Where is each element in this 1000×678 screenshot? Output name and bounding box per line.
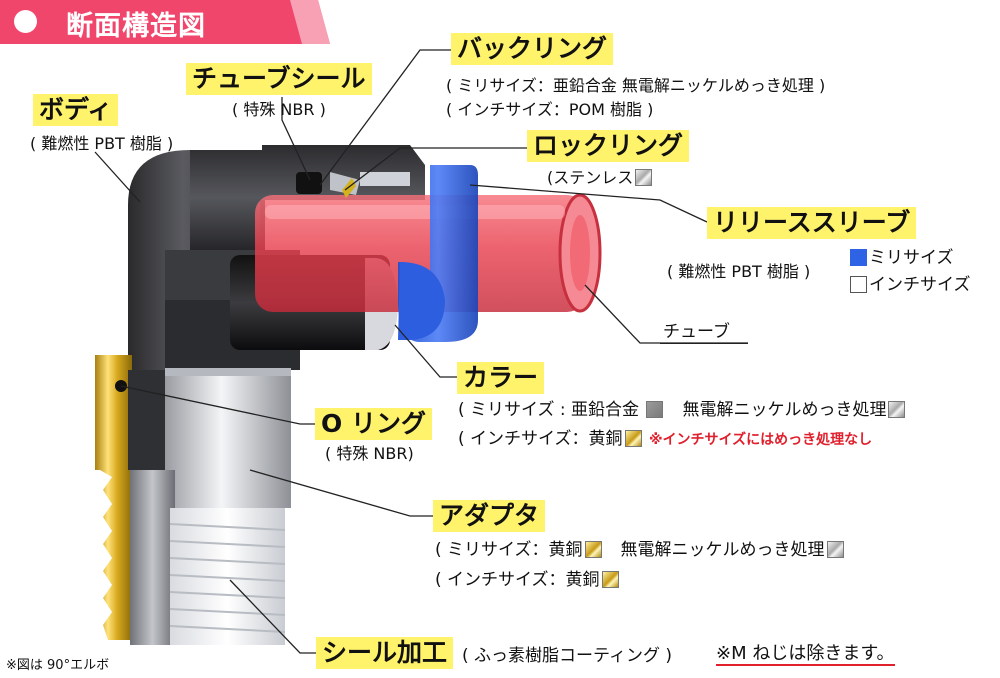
leader-seal <box>229 579 316 654</box>
tube-highlight <box>265 205 565 219</box>
lock-ring-bar <box>360 172 410 186</box>
header-banner-accent <box>290 0 330 44</box>
label-tube-seal-material: ( 特殊 NBR ) <box>232 100 326 119</box>
adapter-hex-edge <box>165 368 291 376</box>
brass-swatch <box>624 430 642 447</box>
footnote: ※図は 90°エルボ <box>6 658 110 673</box>
leader-release <box>469 184 708 223</box>
label-lock-ring: ロックリング <box>527 130 690 162</box>
label-release-sleeve-material: ( 難燃性 PBT 樹脂 ) <box>667 262 811 281</box>
blue-swatch <box>850 249 867 266</box>
release-mm-legend: ミリサイズ <box>848 248 954 268</box>
label-collar-mm: ( ミリサイズ : 亜鉛合金 無電解ニッケルめっき処理 <box>458 400 907 420</box>
bullet-icon <box>14 10 37 33</box>
header-bar: 断面構造図 <box>0 0 330 44</box>
leader-back-ring <box>319 49 451 186</box>
steel-swatch-3 <box>826 541 844 558</box>
label-o-ring-material: ( 特殊 NBR) <box>325 444 414 463</box>
label-collar: カラー <box>457 362 545 394</box>
tube-label-underline <box>660 343 748 344</box>
leader-collar <box>394 324 457 378</box>
brass-swatch-2 <box>584 541 602 558</box>
tube-body <box>255 195 585 312</box>
leader-o-ring <box>120 385 315 425</box>
tube-seal-part <box>296 172 322 194</box>
steel-swatch-2 <box>888 401 906 418</box>
adapter-hex <box>165 368 291 508</box>
gray-swatch <box>646 401 664 418</box>
header-banner <box>0 0 330 44</box>
label-back-ring: バックリング <box>451 33 614 65</box>
brass-swatch-3 <box>601 571 619 588</box>
release-inch-legend: インチサイズ <box>848 275 971 295</box>
leader-body <box>94 151 141 203</box>
label-lock-ring-material: (ステンレス <box>547 168 654 188</box>
lock-ring-part <box>342 178 356 198</box>
label-body-material: ( 難燃性 PBT 樹脂 ) <box>30 134 174 153</box>
label-adapter-inch: ( インチサイズ：黄銅 <box>435 570 621 590</box>
label-seal-note: ※M ねじは除きます。 <box>716 643 895 666</box>
label-tube: チューブ <box>663 322 730 342</box>
label-collar-inch: ( インチサイズ：黄銅 ※インチサイズにはめっき処理なし <box>458 429 873 449</box>
white-swatch <box>850 276 867 293</box>
leader-lock-ring <box>344 147 527 191</box>
label-seal-material: ( ふっ素樹脂コーティング ) <box>462 646 673 666</box>
brass-thread <box>95 355 132 640</box>
seal-thread-ridges <box>169 523 286 633</box>
label-adapter: アダプタ <box>433 500 546 532</box>
release-sleeve-front <box>398 262 445 340</box>
label-release-sleeve: リリーススリーブ <box>707 207 917 239</box>
label-back-ring-mm: ( ミリサイズ：亜鉛合金 無電解ニッケルめっき処理 ) <box>446 76 826 95</box>
page-title: 断面構造図 <box>66 11 206 42</box>
adapter-stem <box>130 470 175 645</box>
tube-bore <box>570 215 590 291</box>
label-adapter-mm: ( ミリサイズ：黄銅 無電解ニッケルめっき処理 <box>435 540 846 560</box>
body-neck <box>128 370 168 470</box>
label-tube-seal: チューブシール <box>186 63 372 95</box>
steel-swatch <box>635 169 653 186</box>
leader-adapter <box>249 469 433 517</box>
label-seal: シール加工 <box>316 637 454 669</box>
label-back-ring-inch: ( インチサイズ：POM 樹脂 ) <box>446 100 654 119</box>
leader-tube-seal <box>281 97 311 181</box>
label-o-ring: O リング <box>315 408 432 440</box>
label-body: ボディ <box>33 94 119 126</box>
